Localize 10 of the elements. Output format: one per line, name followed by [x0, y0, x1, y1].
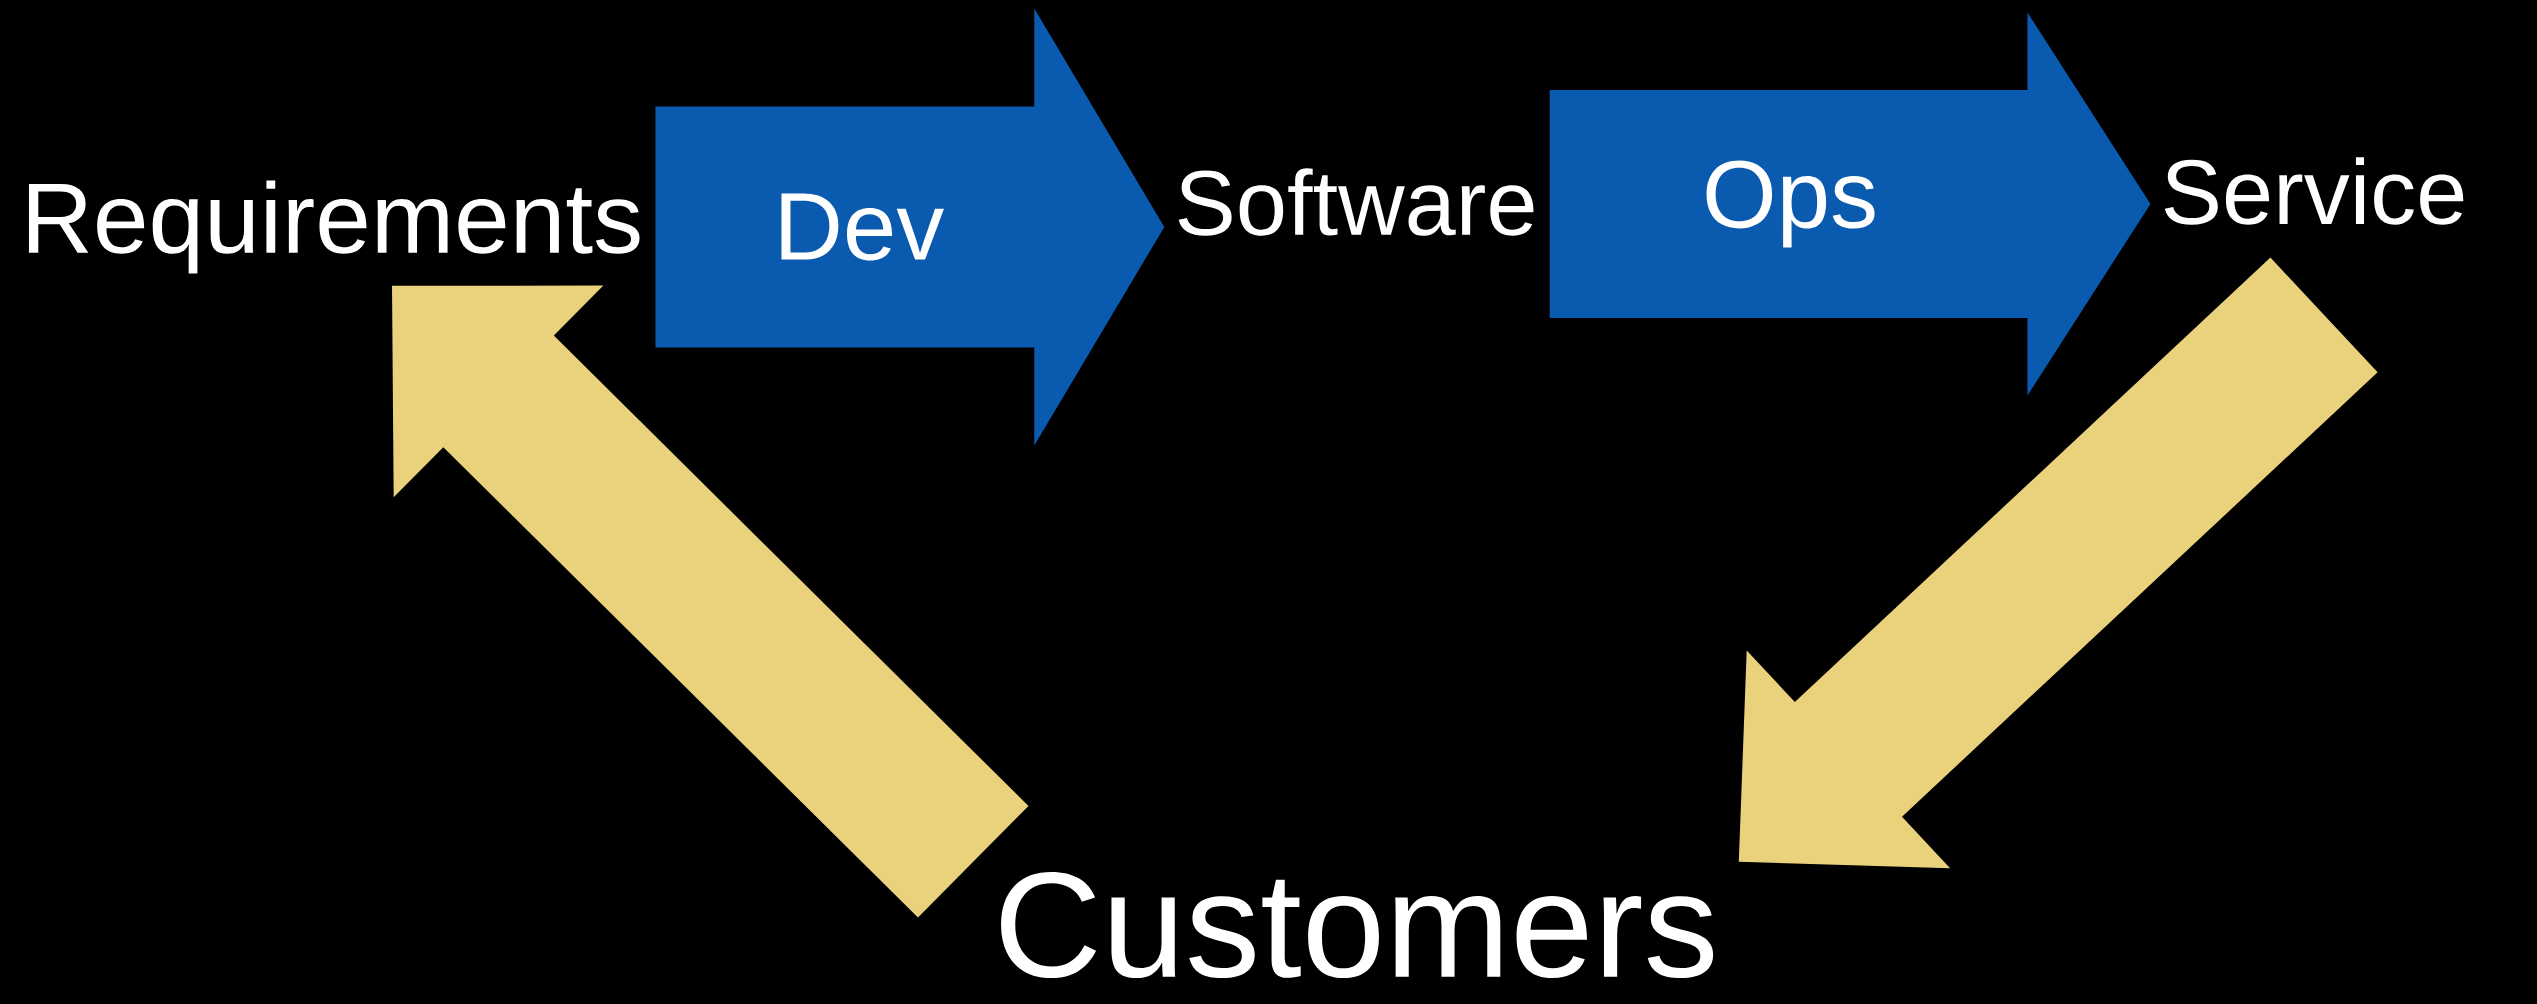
node-label: Software: [1178, 168, 1534, 236]
block-arrow: [392, 285, 1029, 918]
block-arrow: [655, 8, 1165, 446]
block-arrow: [1549, 12, 2151, 396]
edge-label: Dev: [771, 191, 947, 263]
node-label: Service: [2164, 157, 2464, 225]
edge-label: Ops: [1700, 158, 1881, 250]
node-label: Requirements: [28, 180, 640, 274]
block-arrow: [1738, 257, 2378, 869]
node-label: Customers: [1001, 871, 1714, 979]
